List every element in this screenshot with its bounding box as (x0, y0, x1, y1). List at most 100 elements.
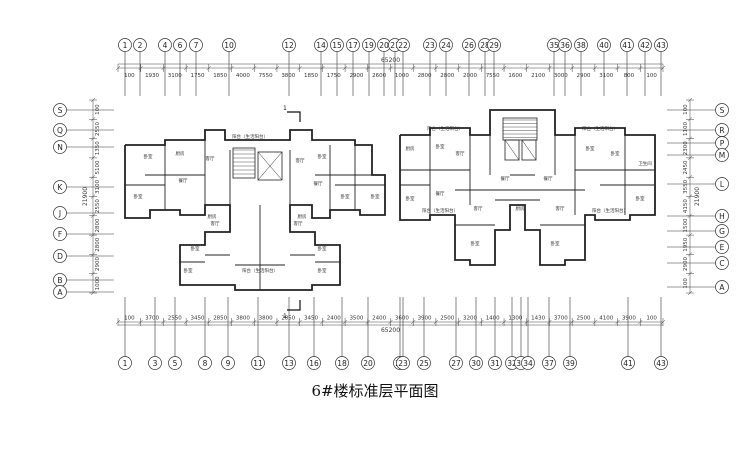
dim-text-top-9: 1750 (327, 73, 341, 79)
axis-bubble-right-H-label: H (719, 212, 725, 221)
dim-text-bottom-10: 3500 (349, 316, 363, 322)
axis-bubble-right-M-label: M (719, 151, 725, 160)
axis-bubble-bottom-41-label: 41 (623, 359, 633, 368)
axis-bubble-top-40-label: 40 (599, 41, 609, 50)
axis-bubble-left-S-label: S (58, 106, 63, 115)
axis-bubble-bottom-25: 25 (417, 356, 431, 370)
axis-bubble-top-29-label: 29 (489, 41, 499, 50)
dim-text-bottom-22: 3900 (622, 316, 636, 322)
axis-bubble-bottom-37: 37 (542, 356, 556, 370)
axis-bubble-top-43-label: 43 (656, 41, 666, 50)
axis-bubble-bottom-11-circle (251, 356, 265, 370)
dim-text-top-20: 2900 (577, 73, 591, 79)
room-label-bedroom-1: 卧室 (134, 193, 143, 200)
axis-bubble-bottom-11: 11 (251, 356, 265, 370)
axis-bubble-left-B: B (53, 273, 67, 287)
axis-bubble-bottom-39-label: 39 (565, 359, 575, 368)
dim-text-bottom-3: 3450 (190, 316, 204, 322)
axis-bubble-bottom-9-label: 9 (226, 359, 231, 368)
axis-bubble-bottom-23-circle (396, 356, 410, 370)
axis-bubble-bottom-13-label: 13 (284, 359, 294, 368)
axis-bubble-right-L: L (715, 177, 729, 191)
axis-bubble-right-P: P (715, 136, 729, 150)
axis-bubble-top-12-label: 12 (284, 41, 294, 50)
axis-bubble-top-36-label: 36 (560, 41, 570, 50)
room-label-balcony-35: 阳台（生活阳台） (592, 207, 628, 214)
dim-text-bottom-8: 3450 (304, 316, 318, 322)
dim-text-left-4: 3100 (95, 179, 101, 193)
dim-text-left-8: 2900 (95, 257, 101, 271)
axis-bubble-top-24-circle (439, 38, 453, 52)
axis-bubble-bottom-5-circle (168, 356, 182, 370)
elevator-right-1-x (504, 139, 520, 161)
dim-text-left-1: 2550 (95, 121, 101, 135)
dim-text-left-0: 100 (95, 104, 101, 115)
room-label-dining-3: 餐厅 (179, 177, 188, 184)
axis-bubble-left-K: K (53, 180, 67, 194)
axis-bubble-top-29-circle (487, 38, 501, 52)
dim-text-top-5: 4000 (236, 73, 250, 79)
axis-bubble-left-J-label: J (58, 209, 61, 218)
axis-bubble-left-D-label: D (57, 252, 63, 261)
axis-bubble-bottom-30: 30 (469, 356, 483, 370)
axis-bubble-top-12: 12 (282, 38, 296, 52)
room-label-dining-8: 餐厅 (314, 180, 323, 187)
axis-bubble-bottom-34-label: 34 (523, 359, 533, 368)
dim-text-top-17: 1600 (508, 73, 522, 79)
dim-total-left: 21900 (82, 187, 89, 206)
dim-text-bottom-15: 3200 (463, 316, 477, 322)
drawing-caption: 6#楼标准层平面图 (311, 382, 439, 400)
elevator-right-1 (504, 139, 520, 161)
axis-bubble-bottom-31: 31 (488, 356, 502, 370)
axis-bubble-top-17-label: 17 (348, 41, 358, 50)
axis-bubble-top-1: 1 (118, 38, 132, 52)
axis-bubble-top-22: 22 (396, 38, 410, 52)
axis-bubble-top-7-circle (189, 38, 203, 52)
axis-bubble-top-28-label: 28 (480, 41, 490, 50)
axis-bubble-right-G-circle (715, 224, 729, 238)
axis-bubble-left-J: J (53, 206, 67, 220)
axis-bubble-bottom-9: 9 (221, 356, 235, 370)
dim-text-top-7: 3800 (281, 73, 295, 79)
axis-bubble-bottom-23: 23 (396, 356, 410, 370)
dim-text-top-2: 3100 (168, 73, 182, 79)
axis-bubble-bottom-30-circle (469, 356, 483, 370)
axis-bubble-left-S-circle (53, 103, 67, 117)
room-label-balcony-34: 阳台（生活阳台） (422, 207, 458, 214)
room-label-bedroom-30: 卧室 (471, 240, 480, 247)
dim-text-bottom-1: 3700 (145, 316, 159, 322)
dim-text-left-9: 1000 (95, 276, 101, 290)
dim-text-bottom-0: 100 (124, 316, 135, 322)
axis-bubble-top-17: 17 (346, 38, 360, 52)
axis-bubble-bottom-20: 20 (361, 356, 375, 370)
dim-text-top-22: 800 (624, 73, 635, 79)
elevator-right-2-x (521, 139, 537, 161)
axis-bubble-bottom-34-circle (521, 356, 535, 370)
axis-bubble-top-24-label: 24 (441, 41, 451, 50)
dim-text-right-7: 1950 (683, 237, 689, 251)
axis-bubble-bottom-13-circle (282, 356, 296, 370)
room-label-bedroom-27: 卧室 (586, 145, 595, 152)
dim-text-left-5: 2550 (95, 199, 101, 213)
dim-text-top-19: 3000 (554, 73, 568, 79)
section-mark-top-label: 1 (283, 105, 287, 112)
axis-bubble-bottom-16-circle (307, 356, 321, 370)
axis-bubble-top-6-label: 6 (178, 41, 183, 50)
axis-bubble-bottom-8-circle (198, 356, 212, 370)
axis-bubble-bottom-5: 5 (168, 356, 182, 370)
axis-bubble-bottom-41-circle (621, 356, 635, 370)
dim-text-bottom-4: 2850 (213, 316, 227, 322)
axis-bubble-left-J-circle (53, 206, 67, 220)
axis-bubble-top-38-label: 38 (576, 41, 586, 50)
axis-bubble-left-F-circle (53, 227, 67, 241)
axis-bubble-bottom-18: 18 (335, 356, 349, 370)
axis-bubble-top-35-label: 35 (549, 41, 559, 50)
room-label-bedroom-21: 卧室 (406, 195, 415, 202)
axis-bubble-right-S-label: S (720, 106, 725, 115)
room-label-balcony-37: 阳台（生活阳台） (582, 125, 618, 132)
axis-bubble-top-35: 35 (547, 38, 561, 52)
room-label-dining-32: 餐厅 (501, 175, 510, 182)
dim-text-bottom-5: 3800 (236, 316, 250, 322)
